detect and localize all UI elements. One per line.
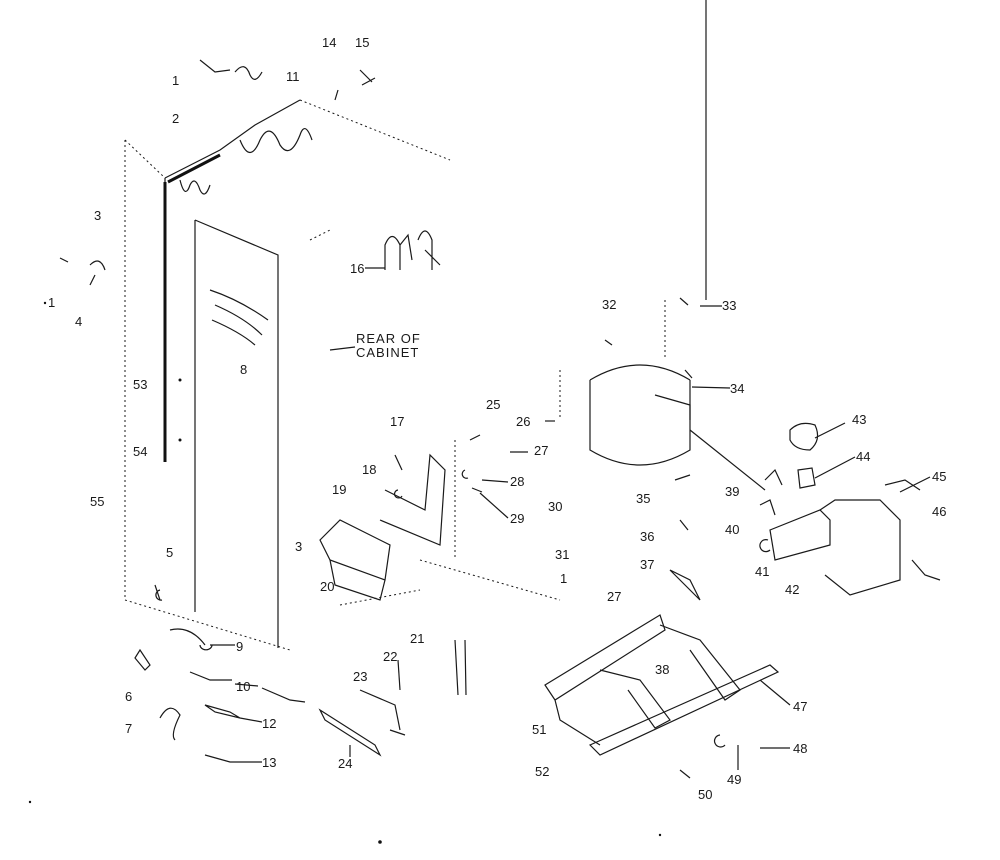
callout-19: 19 [332, 482, 347, 497]
screw-22 [397, 659, 401, 691]
bracket-20 [319, 519, 391, 601]
coil-16 [365, 230, 441, 270]
part-7 [159, 707, 181, 741]
part-5 [154, 584, 163, 601]
callout-2: 2 [172, 111, 180, 126]
callout-40: 40 [725, 522, 740, 537]
callout-24: 24 [338, 756, 353, 771]
callout-42: 42 [785, 582, 800, 597]
callout-22: 22 [383, 649, 398, 664]
callout-53: 53 [133, 377, 148, 392]
rear-of-cabinet-note: REAR OF CABINET [356, 331, 421, 361]
speck-dots [28, 301, 662, 844]
fasteners-26-29 [461, 434, 483, 493]
callout-17: 17 [390, 414, 405, 429]
callout-11: 11 [286, 69, 300, 84]
leader-mid [419, 559, 561, 601]
part-6 [134, 648, 151, 671]
callout-1-third: 1 [48, 295, 56, 310]
callout-1: 1 [172, 73, 180, 88]
callout-49: 49 [727, 772, 742, 787]
callout-45: 45 [932, 469, 947, 484]
bracket-23 [359, 689, 406, 736]
part-13 [204, 754, 245, 763]
callout-3-second: 3 [295, 539, 303, 554]
callout-51: 51 [532, 722, 547, 737]
bracket-17 [379, 453, 446, 546]
callout-39: 39 [725, 484, 740, 499]
callout-8: 8 [240, 362, 248, 377]
part-4 [59, 257, 106, 286]
callout-38: 38 [655, 662, 670, 677]
callout-44: 44 [856, 449, 871, 464]
callout-26: 26 [516, 414, 531, 429]
base-frame [544, 614, 780, 779]
part-9 [169, 628, 213, 651]
post [454, 639, 467, 696]
fasteners-32-34 [604, 297, 693, 379]
callout-21: 21 [410, 631, 425, 646]
callout-10: 10 [236, 679, 251, 694]
callout-23: 23 [353, 669, 368, 684]
callout-5: 5 [166, 545, 174, 560]
leader-lines [210, 305, 931, 770]
callout-20: 20 [320, 579, 335, 594]
leader-39 [689, 429, 766, 491]
bracket-1-11 [199, 59, 263, 80]
fasteners-18-19 [394, 454, 403, 499]
callout-29: 29 [510, 511, 525, 526]
callout-16: 16 [350, 261, 365, 276]
leader-21 [339, 589, 421, 606]
callout-7: 7 [125, 721, 133, 736]
callout-36: 36 [640, 529, 655, 544]
callout-31: 31 [555, 547, 570, 562]
callout-46: 46 [932, 504, 947, 519]
callout-32: 32 [602, 297, 617, 312]
fasteners-35-37 [669, 474, 701, 601]
part-rod [261, 687, 306, 703]
callout-6: 6 [125, 689, 133, 704]
part-12 [204, 704, 241, 719]
callout-15: 15 [355, 35, 370, 50]
callout-4: 4 [75, 314, 83, 329]
callout-34: 34 [730, 381, 745, 396]
callout-30: 30 [548, 499, 563, 514]
callout-50: 50 [698, 787, 713, 802]
callout-13: 13 [262, 755, 277, 770]
rail-24 [318, 708, 382, 757]
callout-37: 37 [640, 557, 655, 572]
callout-3: 3 [94, 208, 102, 223]
callout-54: 54 [133, 444, 148, 459]
callout-35: 35 [636, 491, 651, 506]
callout-9: 9 [236, 639, 244, 654]
callout-41: 41 [755, 564, 770, 579]
callout-25: 25 [486, 397, 501, 412]
callout-55: 55 [90, 494, 105, 509]
callout-33: 33 [722, 298, 737, 313]
fan-motor-assembly [759, 422, 941, 596]
callout-1-second: 1 [560, 571, 568, 586]
callout-48: 48 [793, 741, 808, 756]
fasteners-14-15 [334, 69, 376, 101]
callout-27: 27 [534, 443, 549, 458]
cabinet-body [124, 99, 451, 651]
callout-14: 14 [322, 35, 337, 50]
callout-43: 43 [852, 412, 867, 427]
callout-47: 47 [793, 699, 808, 714]
callout-12: 12 [262, 716, 277, 731]
callout-52: 52 [535, 764, 550, 779]
callout-18: 18 [362, 462, 377, 477]
callout-28: 28 [510, 474, 525, 489]
compressor-assembly [559, 300, 691, 466]
part-10 [189, 671, 232, 681]
callout-27-second: 27 [607, 589, 622, 604]
